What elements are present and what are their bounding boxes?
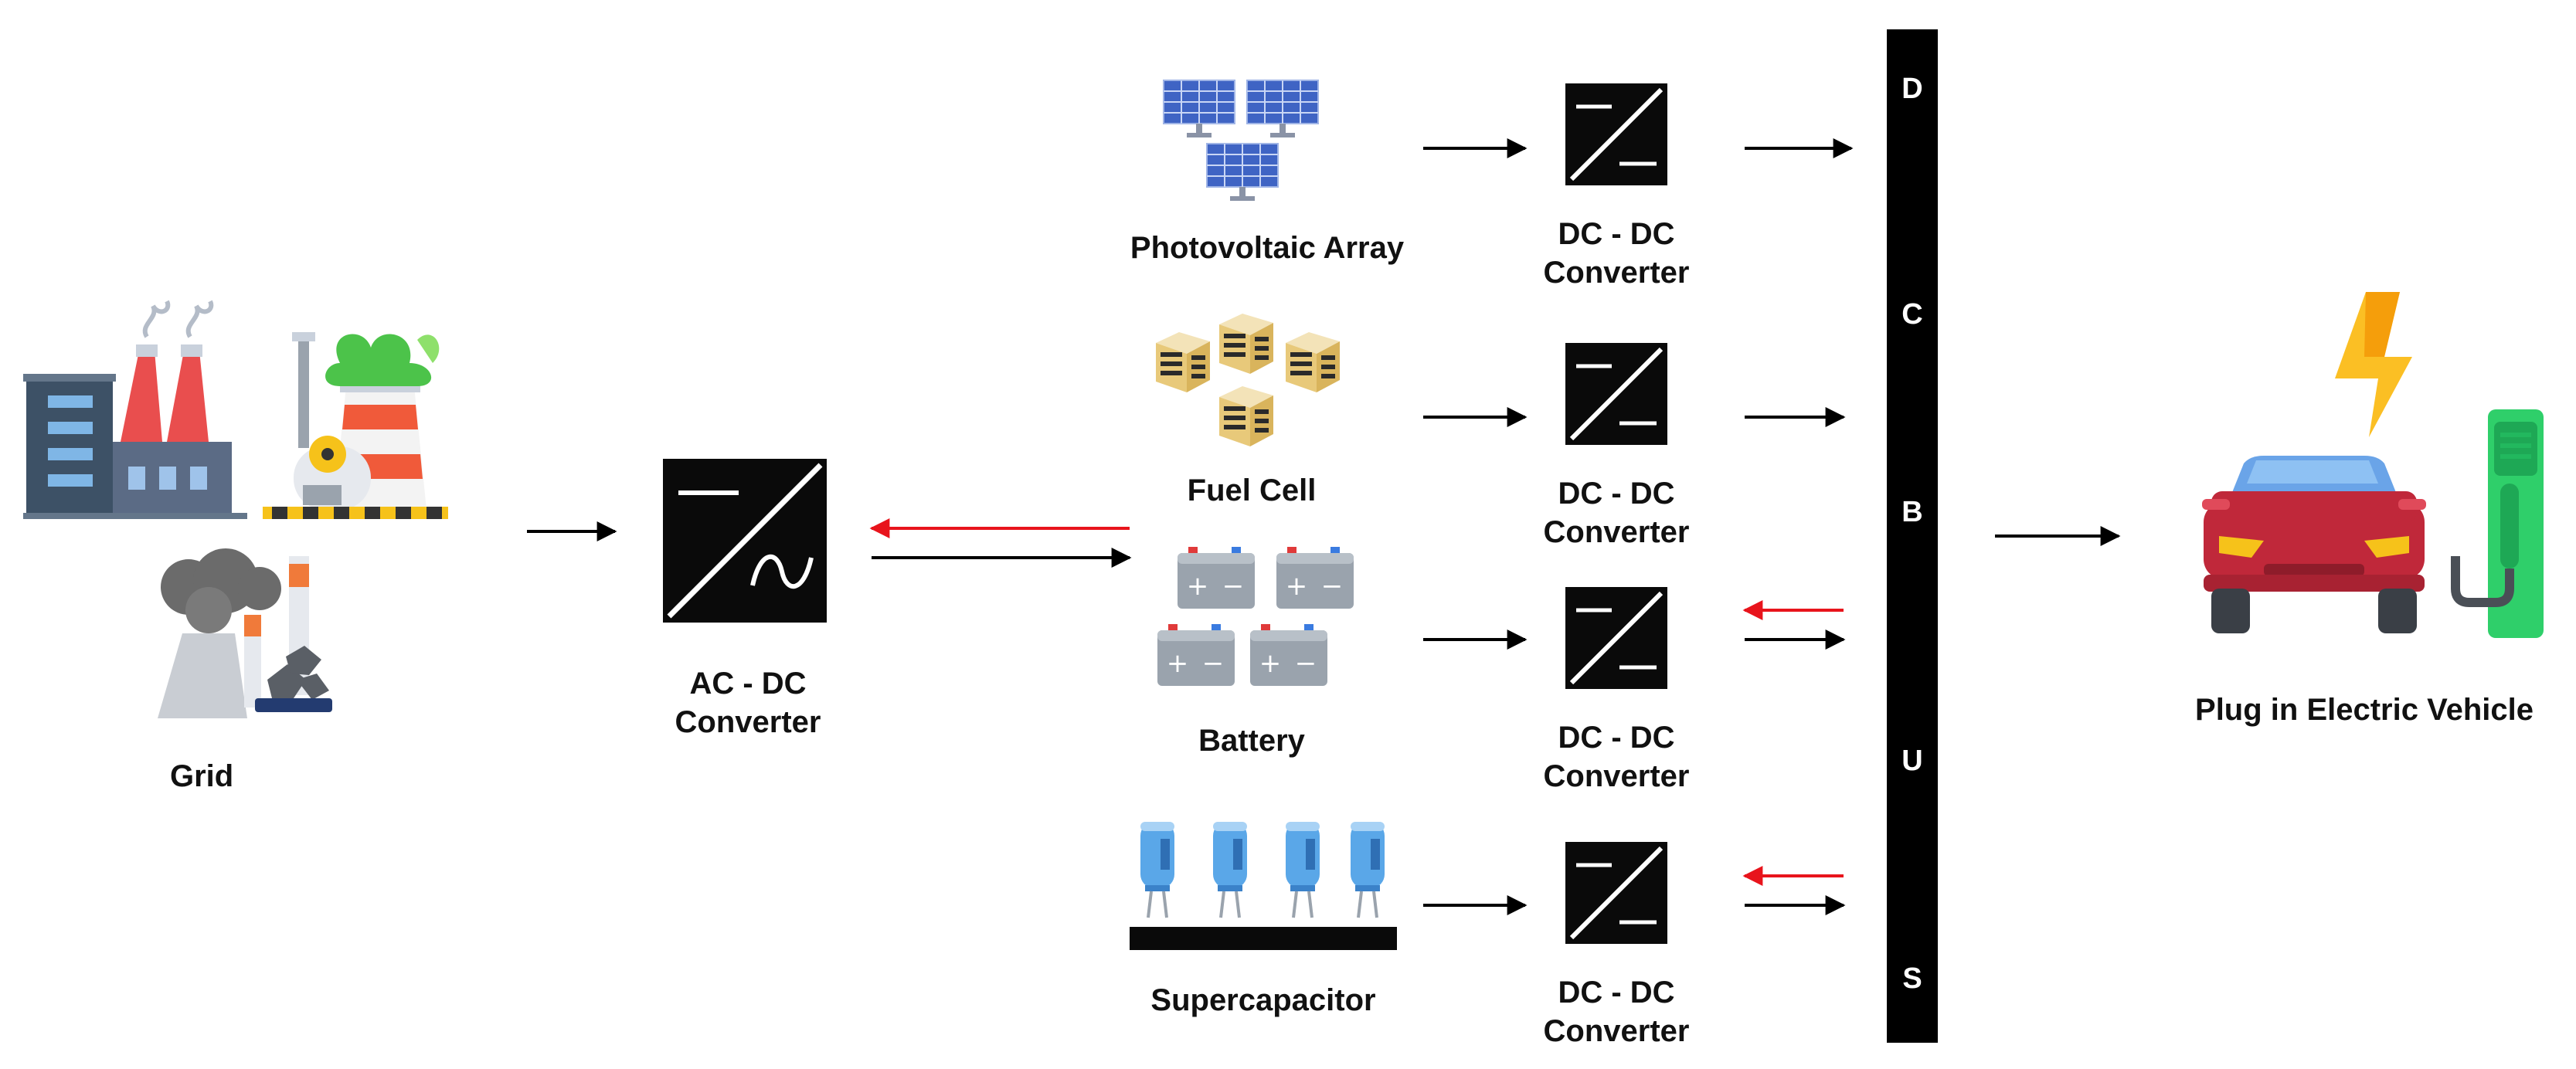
dc-dc-converter-symbol-3 xyxy=(1565,587,1667,689)
dc-bus-letter-u: U xyxy=(1901,745,1923,777)
electric-car-icon xyxy=(2202,292,2544,638)
dc-bus-letter-s: S xyxy=(1902,962,1922,995)
dc-dc-converter-label-2: DC - DC Converter xyxy=(1543,477,1690,549)
fuel-cell-icon xyxy=(1156,314,1340,446)
dc-bus-letter-b: B xyxy=(1901,496,1923,528)
lightning-bolt-icon xyxy=(2335,292,2412,437)
ac-dc-converter-symbol xyxy=(663,459,827,623)
dc-dc-converter-label-3: DC - DC Converter xyxy=(1543,721,1690,793)
supercapacitor-label: Supercapacitor xyxy=(1150,983,1376,1017)
solar-panel-icon xyxy=(1163,80,1319,202)
capacitor-icon xyxy=(1130,820,1397,950)
battery-label: Battery xyxy=(1198,724,1305,758)
dc-dc-converter-symbol-4 xyxy=(1565,842,1667,944)
dc-bus-bar xyxy=(1887,29,1938,1043)
dc-dc-converter-label-4: DC - DC Converter xyxy=(1543,976,1690,1048)
dc-bus-letter-c: C xyxy=(1901,298,1923,331)
dc-dc-converter-symbol-1 xyxy=(1565,83,1667,185)
dc-bus-letter-d: D xyxy=(1901,73,1923,105)
battery-icon xyxy=(1157,547,1354,686)
grid-label: Grid xyxy=(170,759,234,793)
coal-plant-icon xyxy=(158,548,332,718)
factory-icon xyxy=(23,300,247,519)
photovoltaic-array-label: Photovoltaic Array xyxy=(1130,231,1405,265)
ac-dc-converter-label: AC - DC Converter xyxy=(675,667,821,739)
dc-dc-converter-symbol-2 xyxy=(1565,343,1667,445)
fuel-cell-label: Fuel Cell xyxy=(1187,473,1317,507)
connector-arrows xyxy=(527,138,2121,915)
dc-dc-converter-label-1: DC - DC Converter xyxy=(1543,217,1690,290)
nuclear-plant-icon xyxy=(263,332,448,519)
electric-vehicle-label: Plug in Electric Vehicle xyxy=(2195,693,2534,727)
